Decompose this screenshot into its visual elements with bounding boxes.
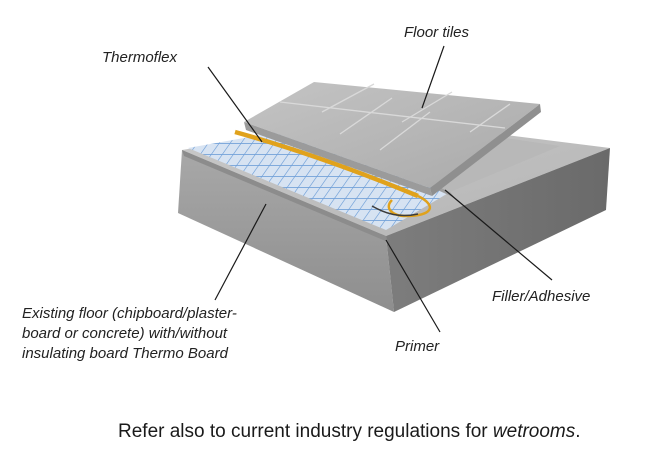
floor-tiles-layer (244, 82, 541, 196)
label-existing-floor-line1: Existing floor (chipboard/plaster- (22, 305, 237, 322)
footnote-emphasis: wetrooms (492, 421, 576, 442)
leader-floor-tiles (421, 45, 445, 109)
heating-cable (234, 129, 432, 218)
footnote: Refer also to current industry regulatio… (118, 421, 668, 443)
label-floor-tiles: Floor tiles (404, 24, 470, 41)
leader-filler-adhesive (444, 189, 553, 281)
label-thermoflex: Thermoflex (102, 49, 178, 66)
leader-primer (385, 239, 441, 333)
label-existing-floor-line2: board or concrete) with/without (22, 325, 228, 342)
tiles-top-face (244, 82, 540, 188)
label-existing-floor-line3: insulating board Thermo Board (22, 345, 229, 362)
leader-existing-floor (214, 203, 267, 301)
leader-thermoflex (207, 66, 263, 143)
heating-mesh (188, 128, 450, 230)
label-filler-adhesive: Filler/Adhesive (492, 288, 590, 305)
primer-layer (182, 150, 388, 242)
label-primer: Primer (395, 338, 440, 355)
footnote-end: . (575, 421, 581, 442)
slab-right-face (386, 148, 610, 312)
tiles-right-edge (430, 104, 541, 196)
footnote-text: Refer also to current industry regulatio… (118, 421, 493, 442)
slab-front-face (178, 150, 394, 312)
tile-grout-lines (279, 83, 511, 151)
tiles-front-edge (244, 122, 432, 196)
